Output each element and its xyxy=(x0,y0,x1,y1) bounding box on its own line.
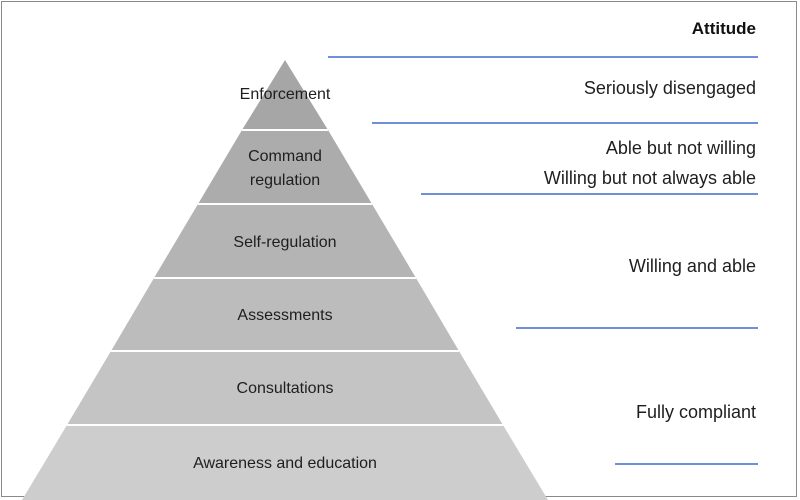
attitude-willing-and-able: Willing and able xyxy=(628,256,756,276)
tier-label-assessments: Assessments xyxy=(237,307,332,324)
tier-label-self-regulation: Self-regulation xyxy=(233,234,336,251)
attitude-rule xyxy=(372,122,758,124)
tier-label-consultations: Consultations xyxy=(237,380,334,397)
attitude-willing-not-always-able: Willing but not always able xyxy=(543,168,756,188)
pyramid-tier-consultations xyxy=(67,351,503,425)
attitude-rule xyxy=(421,193,758,195)
attitude-rule xyxy=(328,56,758,58)
tier-label-enforcement: Enforcement xyxy=(240,86,331,103)
attitude-able-not-willing: Able but not willing xyxy=(605,138,756,158)
attitude-rule xyxy=(615,463,758,465)
pyramid-tier-command-regulation xyxy=(198,130,372,204)
pyramid-tier-awareness-education xyxy=(22,425,548,500)
tier-label-command-line2: regulation xyxy=(250,172,320,189)
attitude-heading: Attitude xyxy=(691,19,756,38)
attitude-fully-compliant: Fully compliant xyxy=(635,402,756,422)
attitude-seriously-disengaged: Seriously disengaged xyxy=(583,78,756,98)
tier-label-awareness-education: Awareness and education xyxy=(193,455,377,472)
pyramid-tier-enforcement xyxy=(242,60,328,130)
attitude-rule xyxy=(516,327,758,329)
pyramid-tier-self-regulation xyxy=(154,204,416,278)
pyramid-tier-assessments xyxy=(111,278,459,351)
tier-label-command-line1: Command xyxy=(248,148,322,165)
